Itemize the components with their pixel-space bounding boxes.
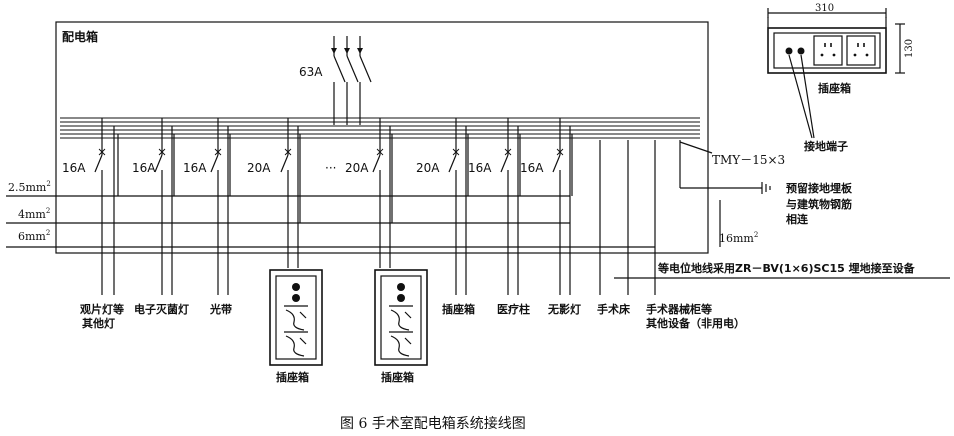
branch-circuits: 16A 16A 16A 20A 20A 20A 16A 16A [62, 118, 573, 295]
ground-terminal-icon [292, 294, 300, 302]
ground-lines: 2.5mm2 4mm2 6mm2 [6, 180, 655, 248]
breaker-rating-label: 20A [247, 161, 271, 175]
detail-height: 130 [904, 39, 915, 58]
outlet-boxes [269, 269, 428, 366]
branch-circuit: 20A [345, 118, 393, 268]
branch-circuit: 16A [520, 118, 573, 295]
main-breaker-rating: 63A [299, 65, 323, 79]
detail-box [767, 27, 887, 74]
outlet-box [269, 269, 323, 366]
socket-icon [285, 309, 305, 331]
breaker-rating-label: 20A [416, 161, 440, 175]
load-labels: 观片灯等 其他灯 电子灭菌灯 光带 插座箱 医疗柱 无影灯 手术床 手术器械柜等… [80, 302, 745, 330]
wire-size-4: 4mm2 [18, 207, 50, 221]
ground-terminal-icon [397, 294, 405, 302]
load-label-light-strip: 光带 [209, 302, 232, 316]
outlet-box-label-2: 插座箱 [381, 370, 414, 384]
breaker-rating-label: 16A [62, 161, 86, 175]
ground-wire-size: 16mm2 [719, 231, 758, 245]
branch-circuit: 16A [132, 118, 175, 295]
load-label-film-light: 观片灯等 [80, 302, 124, 316]
outlet-box-detail: 310 130 插座箱 接地端子 [767, 3, 915, 153]
branch-circuit: 16A [468, 118, 521, 295]
outlet-box [374, 269, 428, 366]
ground-note-line3: 相连 [786, 212, 809, 226]
breaker-rating-label: 16A [132, 161, 156, 175]
breaker-rating-label: 16A [468, 161, 492, 175]
detail-width: 310 [815, 3, 834, 14]
ground-terminal-icon [292, 283, 300, 291]
breaker-rating-label: 16A [520, 161, 544, 175]
ground-terminal-icon [785, 47, 793, 55]
branch-circuit: 20A [416, 118, 469, 295]
branch-circuit: 20A [247, 118, 301, 268]
panel-label: 配电箱 [62, 29, 98, 44]
ellipsis-mark: ··· [325, 161, 336, 175]
socket-icon [813, 35, 843, 66]
load-label-shadowless-lamp: 无影灯 [547, 302, 581, 316]
socket-icon [390, 309, 410, 331]
main-breaker: 63A [299, 36, 372, 125]
socket-icon [846, 35, 876, 66]
load-label-other-equipment: 其他设备（非用电） [646, 316, 745, 330]
ground-note-line1: 预留接地埋板 [786, 181, 853, 195]
ground-terminal-icon [397, 283, 405, 291]
ground-terminal-label: 接地端子 [804, 139, 848, 153]
branch-circuit: 16A [183, 118, 231, 295]
breaker-rating-label: 20A [345, 161, 369, 175]
equipotential-note: 等电位地线采用ZR－BV(1×6)SC15 埋地接至设备 [657, 261, 916, 275]
load-label-outlet-box: 插座箱 [442, 302, 475, 316]
breaker-rating-label: 16A [183, 161, 207, 175]
load-label-sterilizer: 电子灭菌灯 [134, 302, 189, 316]
load-label-instrument-cabinet: 手术器械柜等 [646, 302, 712, 316]
ground-note-line2: 与建筑物钢筋 [786, 197, 852, 211]
figure-caption: 图 6 手术室配电箱系统接线图 [340, 415, 526, 432]
wire-size-6: 6mm2 [18, 229, 50, 243]
ground-bar: TMY－15×3 预留接地埋板 与建筑物钢筋 相连 16mm2 等电位地线采用Z… [599, 140, 950, 295]
ground-terminal-icon [797, 47, 805, 55]
outlet-box-label-1: 插座箱 [276, 370, 309, 384]
load-label-surgical-bed: 手术床 [597, 302, 631, 316]
socket-icon [285, 335, 305, 357]
load-label-medical-column: 医疗柱 [497, 302, 530, 316]
load-label-film-light-2: 其他灯 [82, 316, 115, 330]
detail-box-label: 插座箱 [818, 81, 851, 95]
branch-circuit: 16A [62, 118, 119, 295]
panel-box [55, 21, 709, 254]
wire-size-2-5: 2.5mm2 [8, 180, 51, 194]
socket-icon [390, 335, 410, 357]
tmy-label: TMY－15×3 [712, 153, 785, 167]
